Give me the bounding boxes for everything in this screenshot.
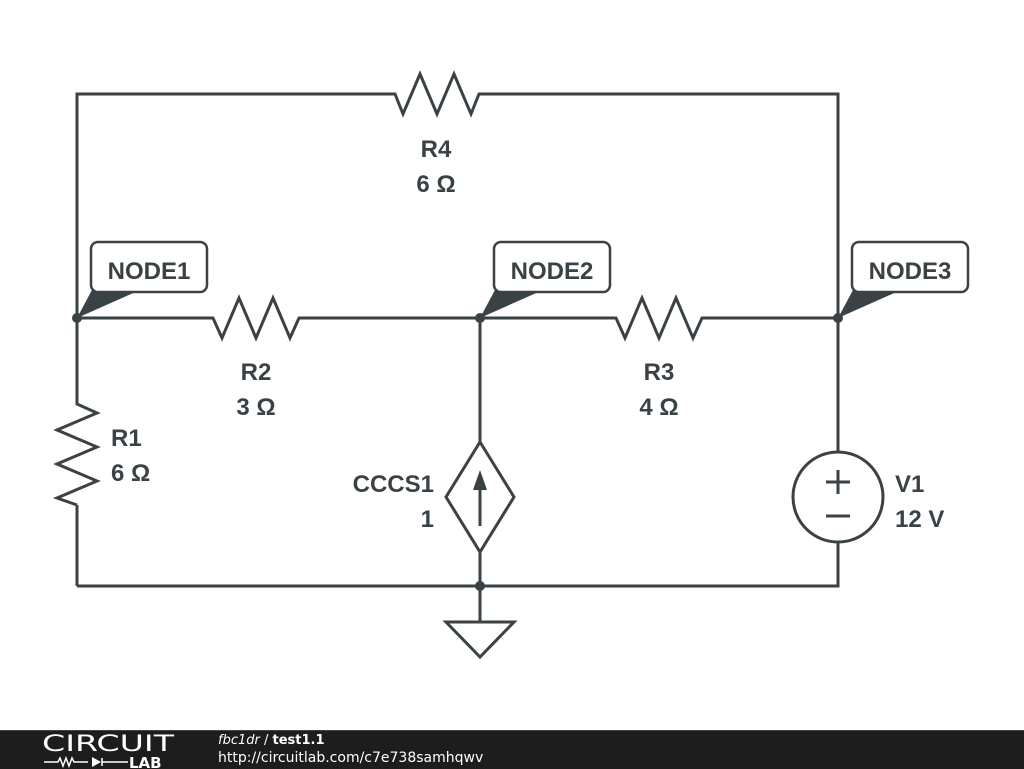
cccs1-source[interactable] bbox=[444, 439, 516, 555]
footer-bar: CIRCUIT LAB fbc1dr / test1.1 http://circ… bbox=[0, 730, 1024, 769]
resistor-r2[interactable] bbox=[205, 294, 308, 342]
project-title: fbc1dr / test1.1 bbox=[218, 733, 325, 748]
node3-tag[interactable]: NODE3 bbox=[838, 240, 970, 318]
logo-text-circuit: CIRCUIT bbox=[42, 732, 175, 757]
logo-text-lab: LAB bbox=[129, 754, 162, 769]
ground-icon bbox=[442, 620, 518, 660]
wire-top bbox=[75, 92, 840, 318]
r2-name: R2 bbox=[241, 359, 272, 386]
project-name-link[interactable]: test1.1 bbox=[272, 733, 325, 748]
title-separator: / bbox=[259, 733, 273, 748]
node1-label: NODE1 bbox=[108, 258, 191, 285]
resistor-r4[interactable] bbox=[385, 70, 488, 118]
node2-tag[interactable]: NODE2 bbox=[480, 240, 612, 318]
node2-label: NODE2 bbox=[511, 258, 594, 285]
r2-value: 3 Ω bbox=[236, 394, 275, 421]
username-link[interactable]: fbc1dr bbox=[218, 733, 260, 748]
r3-name: R3 bbox=[644, 359, 675, 386]
v1-name: V1 bbox=[895, 471, 924, 498]
r4-name: R4 bbox=[421, 136, 452, 163]
resistor-r3[interactable] bbox=[608, 294, 711, 342]
v1-value: 12 V bbox=[895, 506, 944, 533]
cccs1-name: CCCS1 bbox=[353, 471, 434, 498]
junction-ground bbox=[475, 581, 485, 591]
logo-resistor-diode-icon bbox=[44, 755, 128, 769]
r3-value: 4 Ω bbox=[639, 394, 678, 421]
r1-value: 6 Ω bbox=[111, 460, 150, 487]
circuit-schematic: R4 6 Ω R2 3 Ω R3 4 Ω R1 6 Ω CCCS1 1 bbox=[52, 70, 970, 660]
resistor-r1[interactable] bbox=[52, 402, 101, 507]
node1-tag[interactable]: NODE1 bbox=[77, 240, 209, 318]
cccs1-value: 1 bbox=[421, 506, 434, 533]
node3-label: NODE3 bbox=[869, 258, 952, 285]
project-url-link[interactable]: http://circuitlab.com/c7e738samhqwv bbox=[218, 750, 484, 766]
wire-bottom bbox=[77, 542, 840, 588]
r1-name: R1 bbox=[111, 425, 142, 452]
r4-value: 6 Ω bbox=[416, 171, 455, 198]
circuitlab-logo[interactable]: CIRCUIT LAB bbox=[40, 731, 180, 769]
voltage-source-v1[interactable] bbox=[791, 450, 885, 544]
